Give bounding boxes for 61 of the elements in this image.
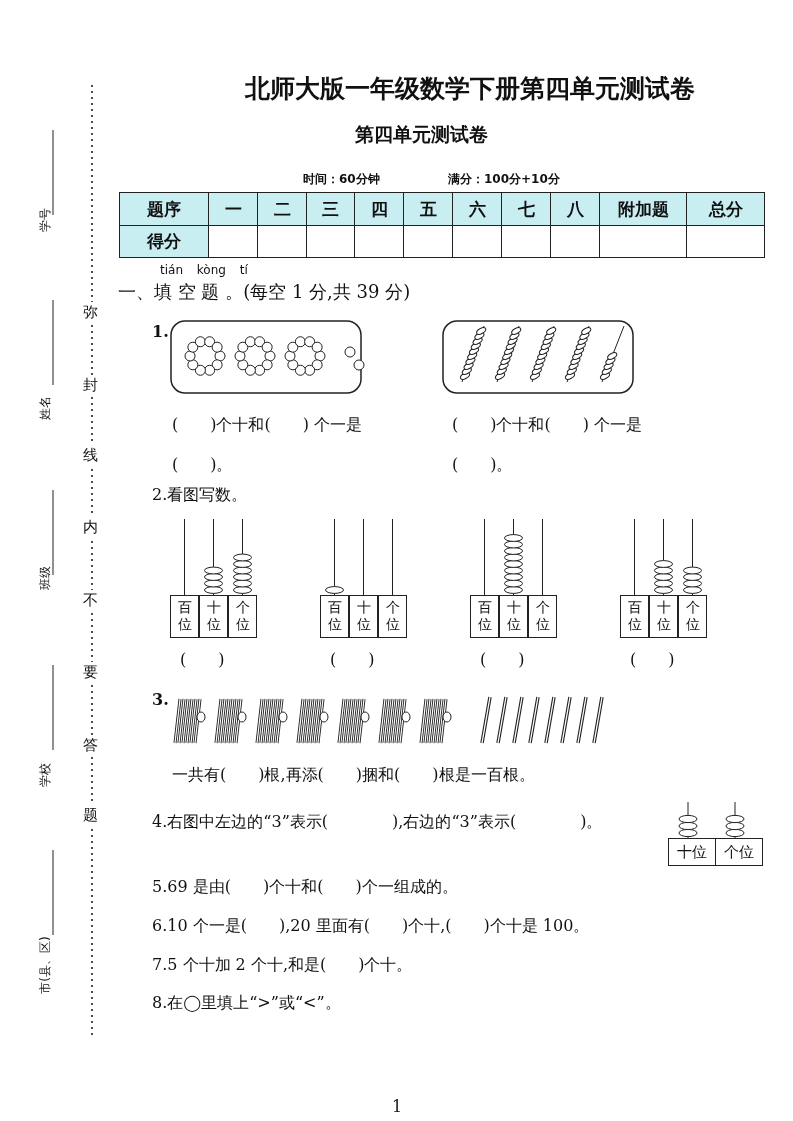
place-value-label: 个位 (378, 595, 407, 638)
answer-blank: ( ) (630, 650, 675, 671)
fold-line-character: 要 (83, 662, 98, 682)
question-text: 8.在◯里填上“>”或“<”。 (152, 993, 341, 1014)
fold-line-character: 题 (83, 805, 98, 825)
fold-line-character: 内 (83, 517, 98, 537)
table-header-cell: 八 (550, 192, 600, 226)
table-header-cell: 四 (354, 192, 404, 226)
table-header-cell: 题序 (119, 192, 209, 226)
place-value-label: 十位 (649, 595, 678, 638)
table-header-cell: 五 (403, 192, 453, 226)
title: 北师大版一年级数学下册第四单元测试卷 (243, 73, 696, 105)
fold-line-character: 不 (83, 590, 98, 610)
table-header-cell: 总分 (686, 192, 765, 226)
section-heading: 一、填 空 题 。(每空 1 分,共 39 分) (118, 280, 411, 304)
fold-line-character: 封 (83, 375, 98, 395)
place-value-label: 十位 (199, 595, 228, 638)
place-value-label: 十位 (668, 838, 716, 866)
table-header-cell: 六 (452, 192, 502, 226)
exam-info: 时间：60分钟 (303, 171, 380, 188)
place-value-label: 百位 (320, 595, 349, 638)
pinyin: tián kòng tí (160, 263, 248, 277)
exam-info: 满分：100分+10分 (448, 171, 560, 188)
question-number: 1. (152, 322, 169, 341)
place-value-label: 个位 (678, 595, 707, 638)
question-text: 2.看图写数。 (152, 485, 248, 506)
question-text: ( )个十和( ) 个一是( )。 (452, 414, 644, 476)
table-header-cell: 七 (501, 192, 551, 226)
question-text: 4.右图中左边的“3”表示( ),右边的“3”表示( )。 (152, 811, 604, 833)
table-header-cell: 一 (208, 192, 258, 226)
field-label: 市(县、区) (36, 936, 53, 994)
fold-line-character: 弥 (83, 302, 98, 322)
question-number: 3. (152, 690, 169, 709)
question-text: ( )个十和( ) 个一是( )。 (172, 414, 364, 476)
field-label: 姓名 (36, 396, 53, 420)
field-label: 班级 (36, 566, 53, 590)
table-header-cell: 附加题 (599, 192, 687, 226)
place-value-label: 个位 (228, 595, 257, 638)
place-value-label: 个位 (715, 838, 763, 866)
table-header-cell: 得分 (119, 225, 209, 258)
question-text: 7.5 个十加 2 个十,和是( )个十。 (152, 955, 413, 976)
question-text: 5.69 是由( )个十和( )个一组成的。 (152, 877, 458, 898)
fold-line-character: 答 (83, 735, 98, 755)
answer-blank: ( ) (330, 650, 375, 671)
field-label: 学校 (36, 763, 53, 787)
field-label: 学号 (36, 208, 53, 232)
page-number: 1 (392, 1097, 403, 1116)
place-value-label: 个位 (528, 595, 557, 638)
question-text: 一共有( )根,再添( )捆和( )根是一百根。 (172, 765, 535, 786)
table-header-cell: 二 (257, 192, 307, 226)
place-value-label: 百位 (620, 595, 649, 638)
place-value-label: 百位 (470, 595, 499, 638)
subtitle: 第四单元测试卷 (355, 122, 488, 147)
place-value-label: 十位 (349, 595, 378, 638)
place-value-label: 百位 (170, 595, 199, 638)
answer-blank: ( ) (480, 650, 525, 671)
question-text: 6.10 个一是( ),20 里面有( )个十,( )个十是 100。 (152, 916, 590, 937)
place-value-label: 十位 (499, 595, 528, 638)
answer-blank: ( ) (180, 650, 225, 671)
table-header-cell: 三 (306, 192, 355, 226)
fold-line-character: 线 (83, 445, 98, 465)
